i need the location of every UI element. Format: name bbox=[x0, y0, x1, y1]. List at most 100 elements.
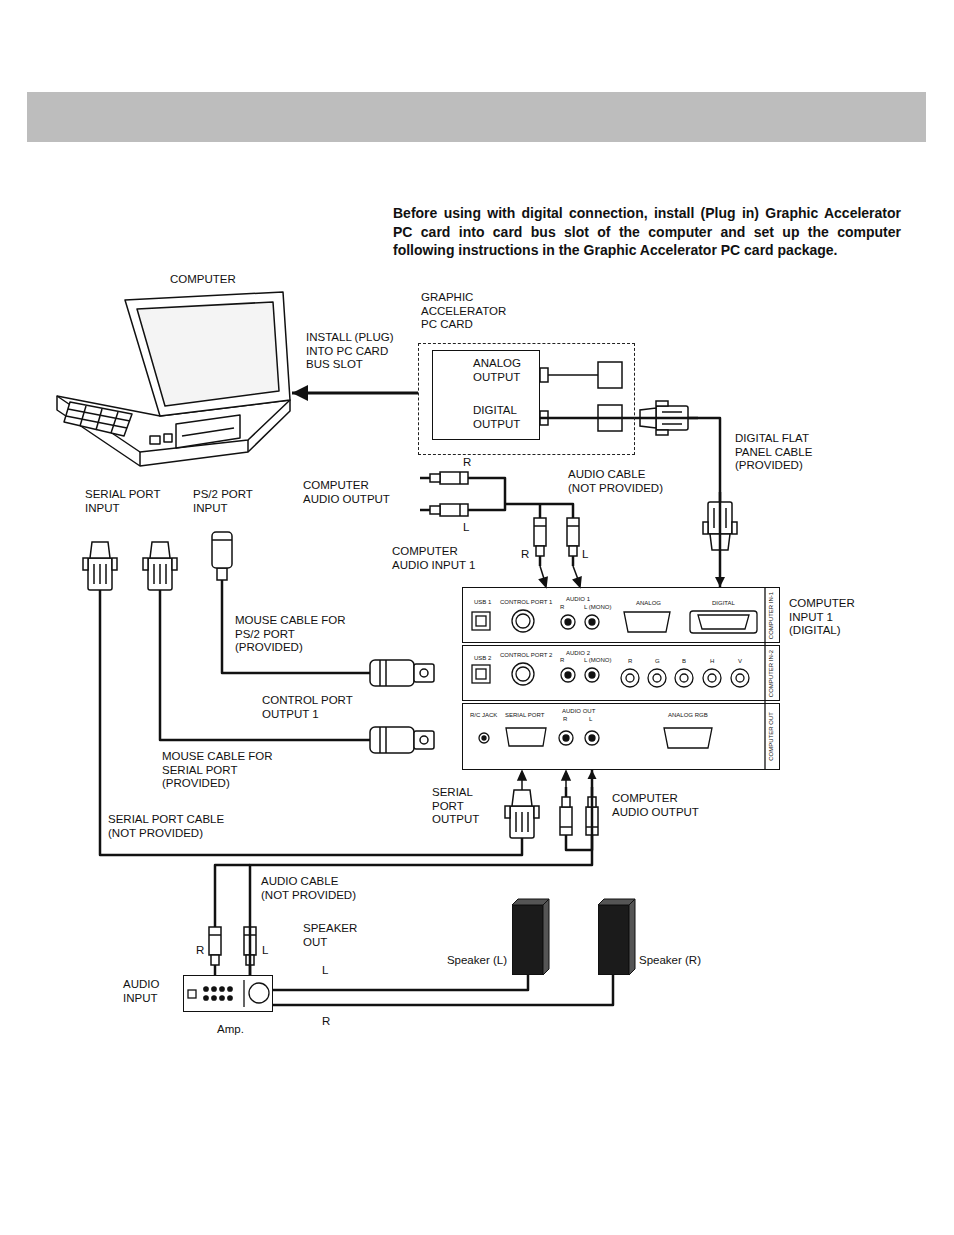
text-label: SERIAL PORT INPUT bbox=[85, 488, 165, 515]
text-label: COMPUTER INPUT 1 (DIGITAL) bbox=[789, 597, 861, 638]
panel-sockets bbox=[690, 611, 757, 633]
plugs bbox=[370, 727, 434, 753]
panel-sockets bbox=[675, 669, 693, 687]
plugs bbox=[567, 518, 579, 566]
amp-details bbox=[212, 987, 216, 991]
laptop-drawing bbox=[64, 402, 132, 436]
cables bbox=[566, 835, 592, 850]
panel-sockets bbox=[561, 668, 575, 682]
pc-card-outline: GRAPHIC ACCELERATOR PC CARDANALOG OUTPUT… bbox=[418, 343, 635, 455]
panel-sockets bbox=[585, 668, 599, 682]
text-label: DIGITAL bbox=[712, 600, 735, 607]
text-label: R bbox=[463, 456, 471, 470]
text-label: Speaker (R) bbox=[639, 954, 721, 968]
terminal-row: COMPUTER IN-1 bbox=[462, 587, 780, 643]
text-label: CONTROL PORT 2 bbox=[500, 652, 552, 659]
cables bbox=[215, 865, 250, 927]
cable-line bbox=[292, 392, 418, 395]
text-label: AUDIO OUT bbox=[562, 708, 595, 715]
text-label: COMPUTER bbox=[170, 273, 236, 287]
text-label: COMPUTER IN-2 bbox=[768, 649, 775, 696]
text-label: COMPUTER IN-1 bbox=[768, 591, 775, 638]
header-bar bbox=[27, 92, 926, 142]
plugs bbox=[420, 504, 468, 516]
text-label: AUDIO CABLE (NOT PROVIDED) bbox=[261, 875, 369, 902]
text-label: ANALOG RGB bbox=[668, 712, 708, 719]
amp-details bbox=[228, 987, 232, 991]
amp-details bbox=[204, 996, 208, 1000]
amp-details bbox=[188, 990, 196, 998]
cable-line bbox=[250, 770, 592, 975]
amp-details bbox=[243, 980, 244, 1007]
text-label: SERIAL PORT CABLE (NOT PROVIDED) bbox=[108, 813, 243, 840]
plugs bbox=[505, 790, 539, 848]
text-label: B bbox=[682, 658, 686, 665]
cables bbox=[100, 600, 522, 855]
speaker: Speaker (L) bbox=[512, 905, 543, 975]
panel-sockets bbox=[585, 731, 599, 745]
laptop-drawing bbox=[164, 434, 172, 442]
text-label: Amp. bbox=[217, 1023, 244, 1037]
plugs bbox=[143, 542, 177, 600]
cables bbox=[505, 504, 573, 518]
text-label: COMPUTER AUDIO OUTPUT bbox=[303, 479, 403, 506]
plugs bbox=[83, 542, 117, 600]
text-label: PS/2 PORT INPUT bbox=[193, 488, 268, 515]
text-label: SPEAKER OUT bbox=[303, 922, 368, 949]
text-label: L bbox=[262, 944, 268, 958]
connector bbox=[540, 418, 725, 587]
laptop-drawing bbox=[125, 292, 290, 416]
text-label: L (MONO) bbox=[584, 604, 611, 611]
panel-sockets bbox=[736, 674, 744, 682]
text-label: R bbox=[560, 604, 564, 611]
cable-line bbox=[273, 975, 613, 1005]
cable-line bbox=[540, 418, 720, 587]
speaker: Speaker (R) bbox=[598, 905, 629, 975]
text-label: AUDIO INPUT bbox=[123, 978, 173, 1005]
speaker-sides bbox=[512, 899, 635, 975]
panel-sockets bbox=[585, 615, 599, 629]
plugs bbox=[534, 518, 546, 566]
amp-details bbox=[220, 987, 224, 991]
connector bbox=[292, 385, 418, 401]
panel-sockets bbox=[476, 669, 486, 679]
panel-sockets bbox=[476, 616, 486, 626]
panel-sockets bbox=[512, 663, 534, 685]
text-label: COMPUTER OUT bbox=[767, 712, 774, 761]
arrowhead bbox=[292, 385, 308, 401]
panel-sockets bbox=[516, 667, 530, 681]
text-label: AUDIO 1 bbox=[566, 596, 590, 603]
text-label: INSTALL (PLUG) INTO PC CARD BUS SLOT bbox=[306, 331, 402, 372]
pc-card: ANALOG OUTPUTDIGITAL OUTPUT bbox=[432, 350, 540, 440]
panel-sockets bbox=[472, 612, 490, 630]
text-label: COMPUTER AUDIO INPUT 1 bbox=[392, 545, 492, 572]
panel-sockets bbox=[563, 735, 569, 741]
text-label: CONTROL PORT OUTPUT 1 bbox=[262, 694, 362, 721]
laptop-drawing bbox=[150, 436, 160, 444]
plug-arrows bbox=[540, 577, 548, 587]
laptop-drawing bbox=[57, 292, 290, 466]
cables bbox=[539, 504, 542, 518]
card-jacks bbox=[540, 362, 622, 431]
panel-sockets bbox=[565, 672, 571, 678]
text-label: R bbox=[196, 944, 204, 958]
text-label: AUDIO 2 bbox=[566, 650, 590, 657]
text-label: CONTROL PORT 1 bbox=[500, 599, 552, 606]
text-label: GRAPHIC ACCELERATOR PC CARD bbox=[421, 291, 521, 332]
amp-details bbox=[249, 983, 269, 1003]
text-label: COMPUTER AUDIO OUTPUT bbox=[612, 792, 712, 819]
text-label: Before using with digital connection, in… bbox=[393, 204, 901, 260]
panel-sockets bbox=[698, 615, 749, 629]
connector bbox=[273, 975, 613, 1005]
plugs bbox=[83, 401, 737, 975]
panel-sockets bbox=[516, 614, 530, 628]
cables bbox=[160, 600, 370, 740]
panel-sockets bbox=[680, 674, 688, 682]
speaker-sides bbox=[629, 899, 635, 975]
laptop-drawing bbox=[176, 415, 240, 448]
panel-sockets bbox=[664, 728, 712, 748]
arrowhead bbox=[715, 577, 725, 587]
plug-arrows bbox=[562, 771, 570, 780]
plug-arrows bbox=[573, 577, 581, 587]
